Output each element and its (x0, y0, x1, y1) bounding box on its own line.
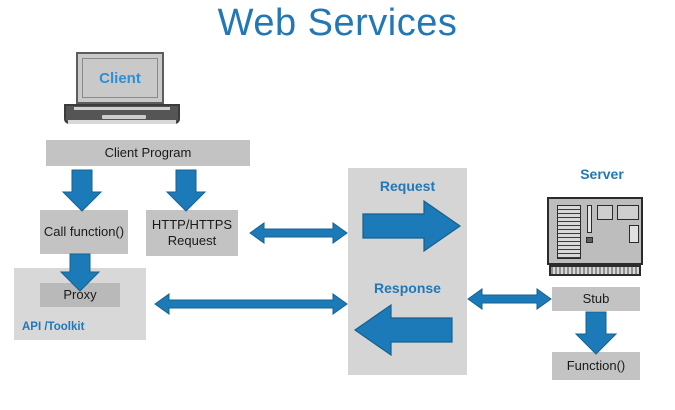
arrow-down-icon-client-to-http (165, 169, 207, 212)
laptop-keyboard (74, 107, 170, 110)
server-bay-3 (629, 225, 639, 243)
http-request-box: HTTP/HTTPS Request (146, 210, 238, 256)
arrow-both-icon-proxy-to-panel (154, 293, 348, 315)
server-bay-1 (597, 205, 613, 220)
proxy-box: Proxy (40, 283, 120, 307)
server-chassis (547, 197, 643, 265)
response-label: Response (374, 280, 441, 296)
arrow-down-icon-client-to-call (61, 169, 103, 212)
laptop-touchpad (102, 115, 146, 119)
laptop-base (64, 104, 180, 124)
server-vent-base (549, 265, 641, 276)
client-program-box: Client Program (46, 140, 250, 166)
laptop-screen-bezel (82, 58, 158, 98)
server-tower-icon (547, 197, 643, 279)
server-led (586, 237, 593, 243)
client-label: Client (99, 69, 141, 87)
laptop-screen: Client (76, 52, 164, 104)
arrow-both-icon-http-to-panel (249, 222, 348, 244)
server-bay-2 (617, 205, 639, 220)
function-box: Function() (552, 352, 640, 380)
call-function-box: Call function() (40, 210, 128, 254)
page-title: Web Services (217, 2, 458, 44)
server-drive-slots (557, 205, 581, 259)
arrow-both-icon-panel-to-stub (467, 288, 552, 310)
laptop-icon: Client (64, 52, 180, 126)
api-toolkit-label: API /Toolkit (22, 321, 85, 333)
laptop-front-edge (68, 120, 176, 124)
request-response-panel: Request Response (348, 168, 467, 375)
arrow-down-icon-stub-to-function (574, 311, 618, 355)
request-label: Request (379, 178, 436, 194)
stub-box: Stub (552, 287, 640, 311)
server-indicator-strip (587, 205, 592, 233)
server-label: Server (580, 166, 624, 182)
